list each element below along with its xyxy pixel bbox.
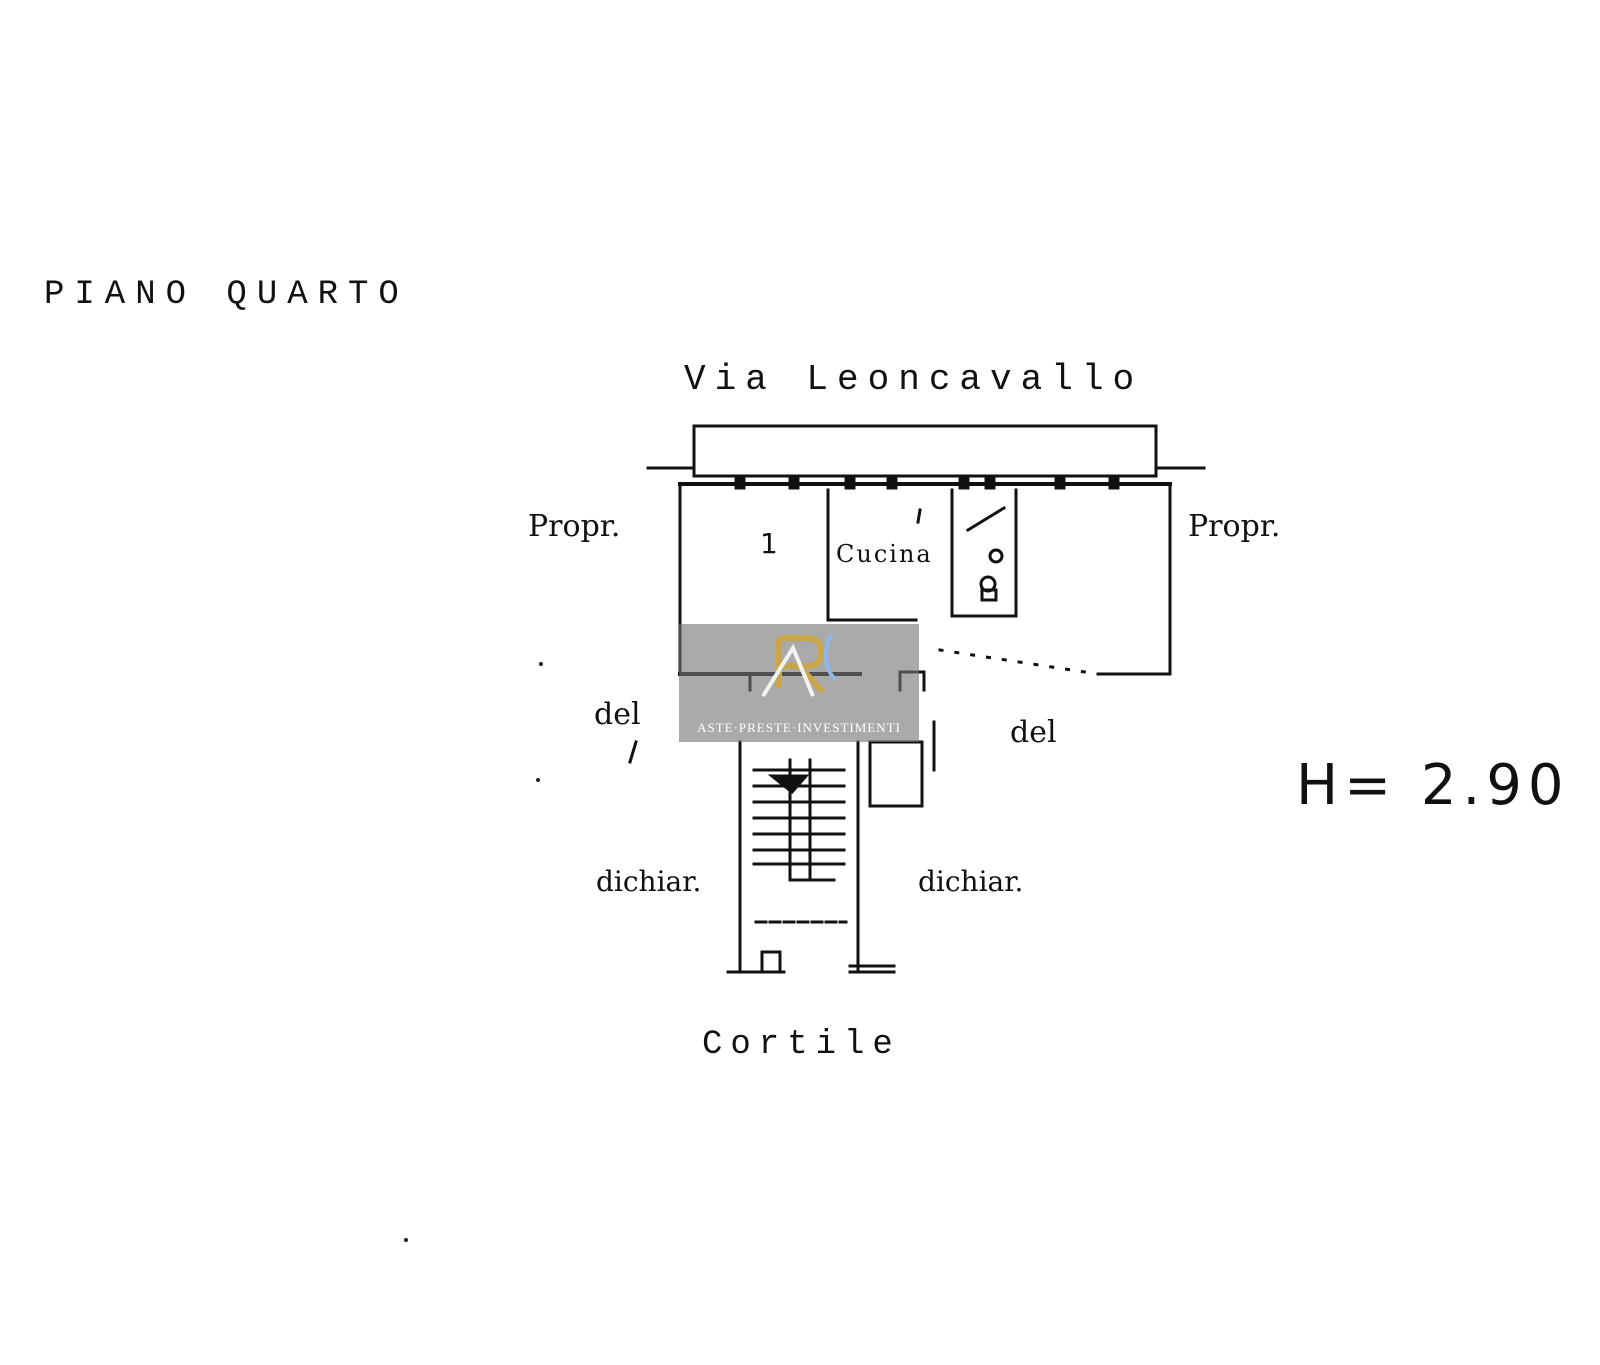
watermark-badge: ASTE·PRESTE·INVESTIMENTI <box>679 624 919 742</box>
room-one-label: 1 <box>760 527 778 560</box>
del-left-label: del <box>594 697 641 732</box>
del-right-label: del <box>1010 715 1057 750</box>
owner-right-label: Propr. <box>1188 509 1281 544</box>
courtyard-label: Cortile <box>702 1026 901 1064</box>
ceiling-height-label: H= 2.90 <box>1296 753 1570 818</box>
kitchen-label: Cucina <box>836 540 933 568</box>
drawing-speck <box>536 778 540 782</box>
drawing-speck <box>539 662 543 666</box>
floor-title: PIANO QUARTO <box>44 276 409 314</box>
balcony <box>692 424 1158 478</box>
rpi-monogram-icon <box>761 633 837 698</box>
street-label: Via Leoncavallo <box>684 359 1144 400</box>
watermark-text: ASTE·PRESTE·INVESTIMENTI <box>697 720 901 735</box>
drawing-speck <box>404 1238 408 1242</box>
staircase <box>752 758 846 882</box>
owner-left-label: Propr. <box>528 509 621 544</box>
declared-right-label: dichiar. <box>918 865 1024 898</box>
bath-fixture <box>965 505 1007 533</box>
declared-left-label: dichiar. <box>596 865 702 898</box>
